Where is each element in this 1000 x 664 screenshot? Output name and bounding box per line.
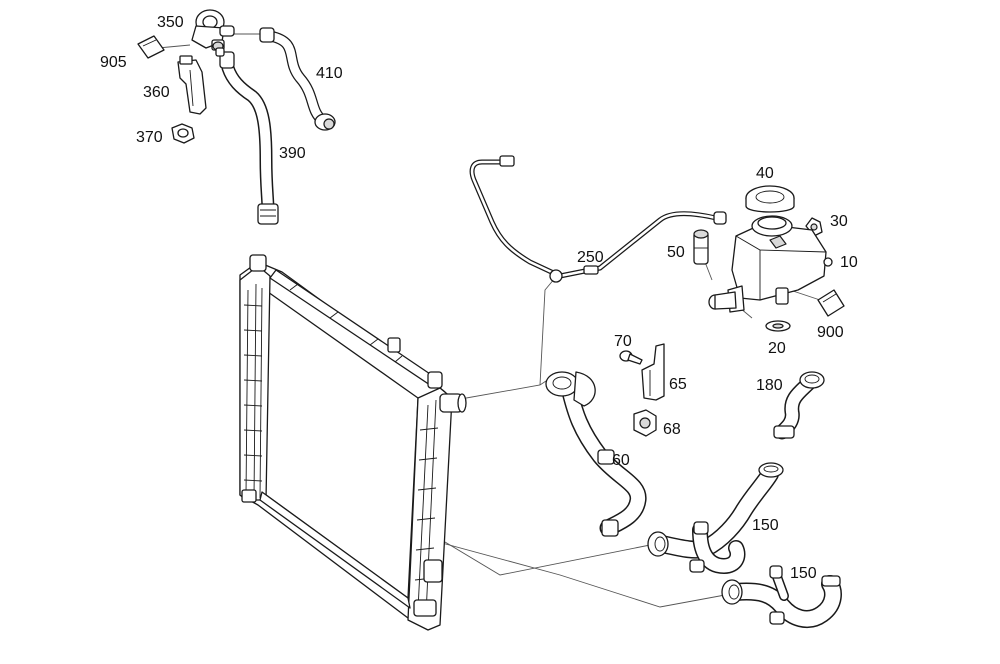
label-50: 50 [667,244,685,261]
part-150-upper-hose [647,462,784,574]
label-370: 370 [136,129,163,146]
label-350: 350 [157,14,184,31]
label-70: 70 [614,333,632,350]
label-40: 40 [756,165,774,182]
part-150-lower-hose [721,565,842,629]
part-10-expansion-tank [708,215,833,313]
label-150-lower: 150 [790,565,817,582]
label-410: 410 [316,65,343,82]
part-370-nut [171,123,195,144]
part-250-line [469,155,727,283]
part-905-tag [137,35,165,59]
part-68-clamp [633,409,657,437]
label-150-upper: 150 [752,517,779,534]
label-250: 250 [577,249,604,266]
label-68: 68 [663,421,681,438]
part-390-hose [215,47,279,225]
part-20-washer [765,320,791,332]
label-180: 180 [756,377,783,394]
label-65: 65 [669,376,687,393]
right-tank-ribs [414,427,439,581]
label-360: 360 [143,84,170,101]
label-390: 390 [279,145,306,162]
part-labels: 350 905 410 360 370 390 40 30 50 250 10 … [100,14,858,582]
label-10: 10 [840,254,858,271]
part-70-bolt [619,350,643,365]
part-350-pump [191,9,235,51]
part-40-cap [745,185,795,213]
part-60-hose [545,371,647,537]
label-900: 900 [817,324,844,341]
label-30: 30 [830,213,848,230]
part-410-hose [259,27,336,131]
part-360-bracket [177,55,207,115]
part-65-bracket [641,343,665,401]
label-60: 60 [612,452,630,469]
part-50-sensor [693,229,709,265]
radiator [239,254,467,631]
part-900-tag [817,289,845,317]
part-180-hose [773,371,825,440]
label-20: 20 [768,340,786,357]
left-tank-ribs [243,304,263,482]
label-905: 905 [100,54,127,71]
